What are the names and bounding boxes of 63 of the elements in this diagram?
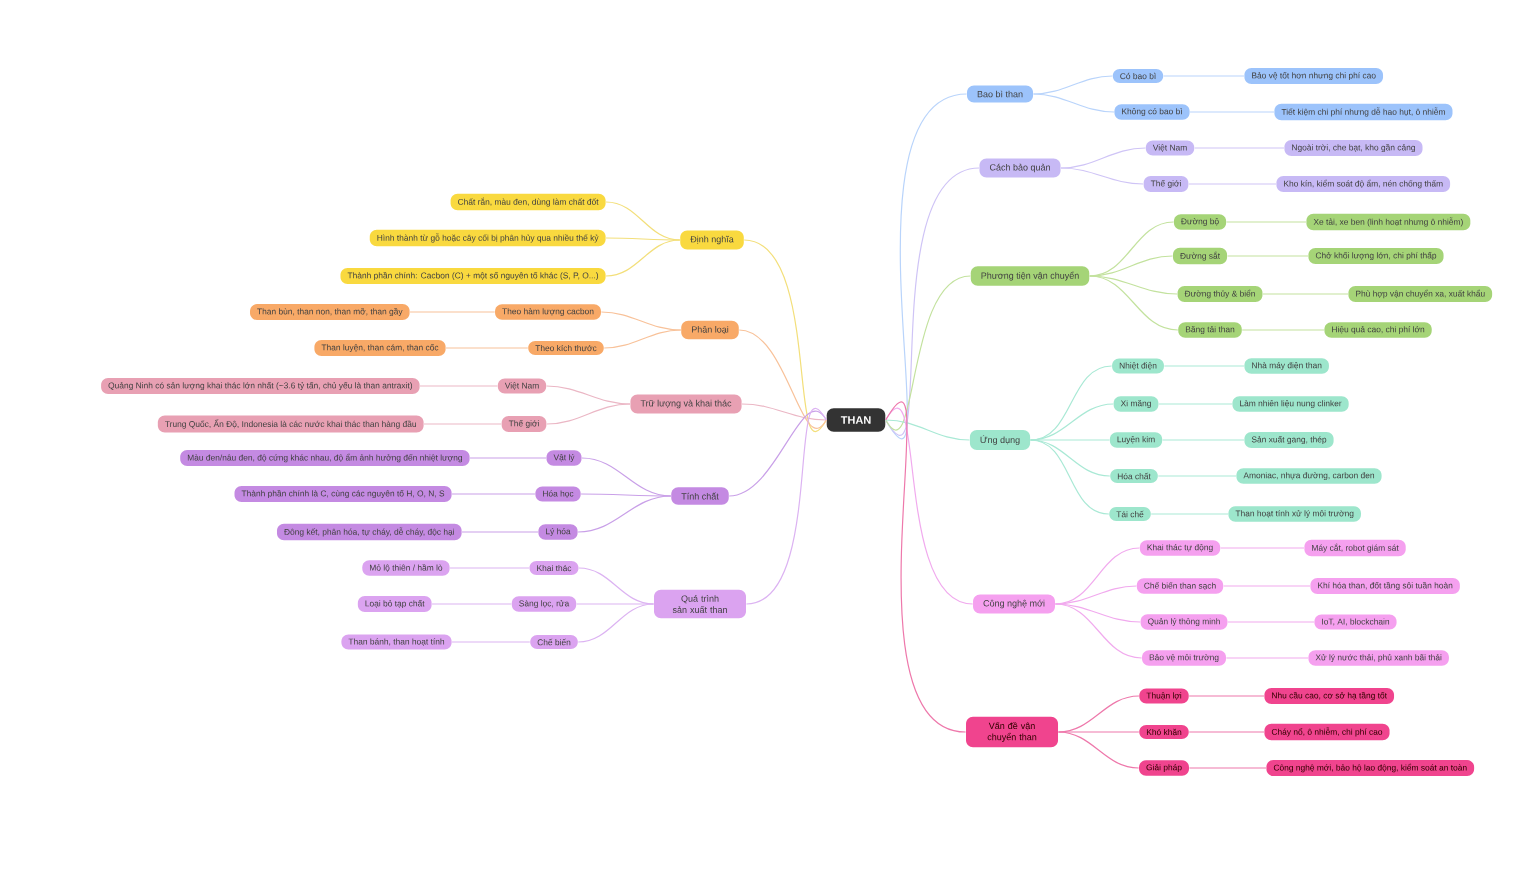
connector-line [1029,439,1111,477]
connector-line [461,531,539,533]
connector-line [600,311,682,331]
connector-line [451,493,536,495]
connector-line [605,239,681,277]
connector-line [1225,657,1309,659]
connector-line [576,603,655,605]
connector-line [451,641,531,643]
connector-line [409,311,496,313]
connector-line [546,403,631,425]
connector-line [885,402,967,733]
connector-line [1057,731,1140,733]
connector-line [1029,439,1111,441]
connector-line [1060,147,1146,169]
connector-line [1188,731,1265,733]
connector-line [445,347,529,349]
connector-line [1223,585,1311,587]
connector-line [1157,475,1237,477]
connector-line [1057,731,1140,769]
connector-line [1089,275,1179,331]
connector-line [1054,603,1141,623]
connector-line [1241,329,1325,331]
connector-line [603,329,682,349]
connector-line [469,457,547,459]
connector-line [741,403,827,421]
connector-line [1150,513,1229,515]
connector-line [1161,439,1245,441]
connector-line [577,495,672,533]
connector-line [745,408,827,605]
connector-line [885,408,974,605]
connector-line [423,423,502,425]
connector-line [1032,75,1113,95]
connector-line [885,419,971,441]
connector-line [1060,167,1144,185]
connector-line [885,275,971,430]
connector-line [1225,221,1307,223]
connector-line [605,237,681,241]
connector-line [1158,403,1233,405]
connector-line [1188,695,1265,697]
connector-line [1089,255,1174,277]
connector-line [1226,255,1309,257]
connector-line [743,239,827,432]
connector-line [580,493,672,497]
connector-line [1189,111,1275,113]
connector-line [431,603,512,605]
connector-line [738,329,827,429]
connector-line [1032,93,1115,113]
connector-line [419,385,498,387]
connector-line [1188,767,1267,769]
connector-line [1163,75,1245,77]
connector-line [546,385,631,405]
connector-line [577,603,655,643]
connector-line [1054,603,1143,659]
connector-line [885,93,968,439]
connector-line [1227,621,1315,623]
connector-line [1262,293,1349,295]
connector-line [728,410,827,497]
connector-line [1163,365,1245,367]
connector-line [1029,439,1110,515]
connector-line [1054,585,1138,605]
connector-line [1220,547,1305,549]
connector-line [885,167,980,435]
connector-line [449,567,530,569]
